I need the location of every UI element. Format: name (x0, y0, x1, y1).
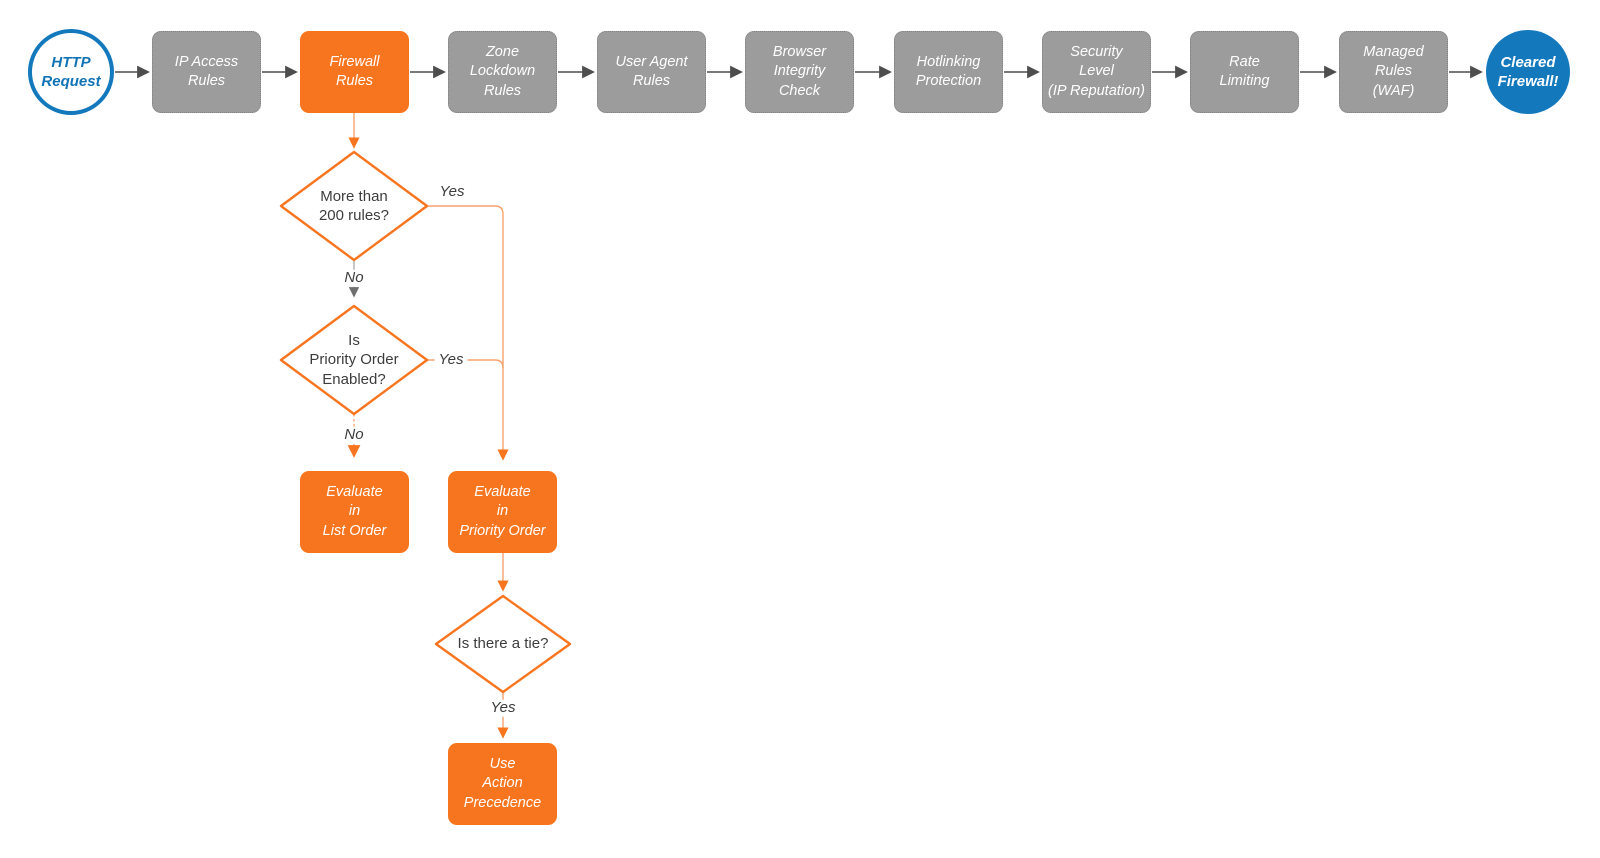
node-http-request: HTTP Request (28, 29, 114, 115)
decision-tie: Is there a tie? (436, 620, 570, 668)
node-hotlinking-protection: Hotlinking Protection (894, 31, 1003, 113)
decision-rule-count: More than 200 rules? (281, 160, 427, 252)
zone-lockdown-rules-label: Zone Lockdown Rules (469, 44, 536, 99)
decision-priority-order: Is Priority Order Enabled? (281, 314, 427, 406)
use-action-precedence-label: Use Action Precedence (463, 756, 542, 811)
node-browser-integrity-check: Browser Integrity Check (745, 31, 854, 113)
edge-label-priority-order-no: No (340, 426, 368, 444)
decision-priority-order-label: Is Priority Order Enabled? (309, 331, 399, 388)
node-managed-rules-waf: Managed Rules (WAF) (1339, 31, 1448, 113)
decision-rule-count-shape (279, 150, 429, 262)
security-level-label: Security Level (IP Reputation) (1048, 44, 1145, 99)
ip-access-rules-label: IP Access Rules (174, 53, 239, 89)
node-evaluate-priority-order: Evaluate in Priority Order (448, 471, 557, 553)
node-security-level: Security Level (IP Reputation) (1042, 31, 1151, 113)
edge-label-rule-count-yes: Yes (439, 182, 465, 200)
node-cleared-firewall: Cleared Firewall! (1486, 30, 1570, 114)
evaluate-priority-order-label: Evaluate in Priority Order (459, 484, 546, 539)
decision-priority-order-shape (279, 304, 429, 416)
node-evaluate-list-order: Evaluate in List Order (300, 471, 409, 553)
node-use-action-precedence: Use Action Precedence (448, 743, 557, 825)
node-ip-access-rules: IP Access Rules (152, 31, 261, 113)
edge-label-rule-count-no: No (340, 269, 368, 287)
user-agent-rules-label: User Agent Rules (615, 53, 688, 89)
evaluate-list-order-label: Evaluate in List Order (322, 484, 387, 539)
managed-rules-waf-label: Managed Rules (WAF) (1363, 44, 1424, 99)
connector-rule-count-yes (427, 205, 509, 461)
browser-integrity-check-label: Browser Integrity Check (772, 44, 827, 99)
cleared-firewall-label: Cleared Firewall! (1497, 53, 1559, 90)
node-user-agent-rules: User Agent Rules (597, 31, 706, 113)
connector-priority-order-yes (427, 359, 504, 369)
http-request-label: HTTP Request (41, 53, 101, 90)
node-rate-limiting: Rate Limiting (1190, 31, 1299, 113)
decision-rule-count-label: More than 200 rules? (318, 187, 390, 225)
hotlinking-protection-label: Hotlinking Protection (915, 53, 982, 89)
node-zone-lockdown-rules: Zone Lockdown Rules (448, 31, 557, 113)
rate-limiting-label: Rate Limiting (1219, 53, 1270, 89)
edge-label-priority-order-yes: Yes (434, 351, 468, 369)
decision-tie-label: Is there a tie? (457, 635, 549, 653)
decision-tie-shape (434, 594, 572, 694)
node-firewall-rules: Firewall Rules (300, 31, 409, 113)
edge-label-tie-yes: Yes (486, 699, 520, 717)
firewall-rules-label: Firewall Rules (329, 53, 380, 89)
